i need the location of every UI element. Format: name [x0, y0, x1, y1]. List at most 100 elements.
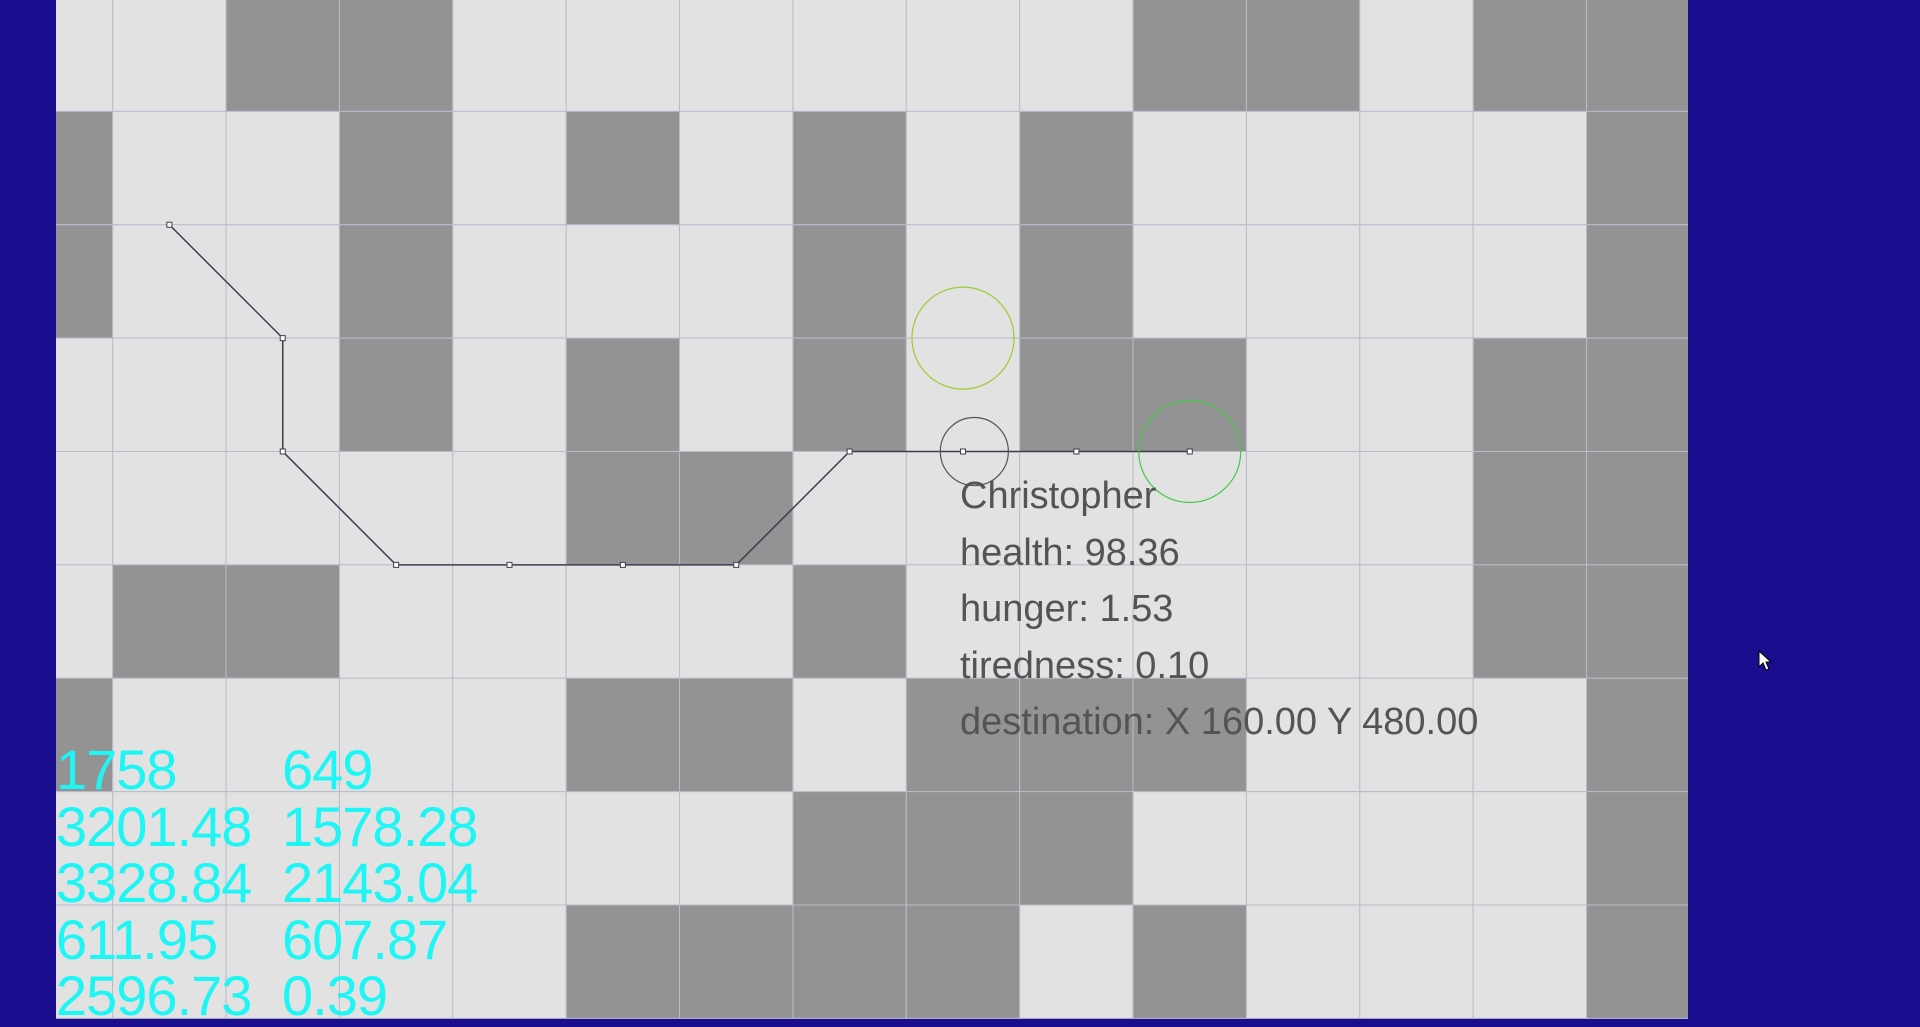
- floor-tile: [225, 677, 340, 793]
- floor-tile: [905, 110, 1021, 226]
- floor-tile: [1359, 564, 1474, 679]
- path-waypoint: [1073, 448, 1080, 455]
- floor-tile: [1359, 110, 1474, 226]
- floor-tile: [338, 451, 454, 566]
- path-waypoint: [166, 221, 173, 228]
- floor-tile: [905, 0, 1021, 112]
- floor-tile: [56, 451, 114, 566]
- wall-tile: [905, 904, 1021, 1019]
- floor-tile: [792, 451, 907, 566]
- wall-tile: [1586, 904, 1688, 1019]
- floor-tile: [1019, 451, 1134, 566]
- wall-tile: [1472, 564, 1588, 679]
- floor-tile: [1472, 677, 1588, 793]
- wall-tile: [1132, 0, 1247, 112]
- path-waypoint: [960, 448, 967, 455]
- floor-tile: [338, 791, 454, 906]
- hud-value: 2143.04: [282, 851, 478, 914]
- agent-tiredness: tiredness: 0.10: [960, 644, 1210, 687]
- floor-tile: [679, 224, 794, 339]
- agent-body-circle: [911, 286, 1015, 390]
- wall-tile: [1019, 110, 1134, 226]
- floor-tile: [112, 224, 227, 339]
- floor-tile: [1245, 224, 1361, 339]
- wall-tile: [1586, 0, 1688, 112]
- wall-tile: [565, 904, 681, 1019]
- path-waypoint: [1186, 448, 1193, 455]
- agent-name: Christopher: [960, 475, 1157, 517]
- wall-tile: [792, 224, 907, 339]
- floor-tile: [792, 677, 907, 793]
- floor-tile: [792, 0, 907, 112]
- wall-tile: [1472, 337, 1588, 453]
- hud-value: 1758: [56, 738, 178, 801]
- wall-tile: [1586, 564, 1688, 679]
- floor-tile: [1245, 110, 1361, 226]
- wall-tile: [792, 564, 907, 679]
- wall-tile: [1132, 904, 1247, 1019]
- floor-tile: [452, 564, 567, 679]
- floor-tile: [1132, 224, 1247, 339]
- wall-tile: [1472, 0, 1588, 112]
- floor-tile: [452, 224, 567, 339]
- floor-tile: [112, 337, 227, 453]
- path-waypoint: [733, 561, 740, 568]
- wall-tile: [338, 0, 454, 112]
- wall-tile: [1586, 791, 1688, 906]
- floor-tile: [112, 0, 227, 112]
- floor-tile: [1019, 904, 1134, 1019]
- wall-tile: [1245, 0, 1361, 112]
- wall-tile: [1019, 677, 1134, 793]
- wall-tile: [905, 677, 1021, 793]
- wall-tile: [56, 110, 114, 226]
- floor-tile: [1245, 564, 1361, 679]
- wall-tile: [112, 564, 227, 679]
- floor-tile: [679, 564, 794, 679]
- path-waypoints: [166, 221, 1193, 568]
- wall-tile: [1586, 677, 1688, 793]
- wall-tile: [792, 337, 907, 453]
- floor-tile: [565, 564, 681, 679]
- wall-tile: [1586, 110, 1688, 226]
- wall-tile: [565, 110, 681, 226]
- agent-hunger: hunger: 1.53: [960, 588, 1174, 630]
- path-waypoint: [619, 561, 626, 568]
- agent-info-panel: Christopher health: 98.36 hunger: 1.53 t…: [960, 468, 1478, 751]
- floor-tile: [452, 451, 567, 566]
- hud-value: 1578.28: [282, 794, 478, 858]
- wall-tile: [679, 677, 794, 793]
- floor-tile: [452, 0, 567, 112]
- hud-value: 611.95: [56, 907, 218, 971]
- floor-tile: [905, 564, 1021, 679]
- wall-tile: [1472, 451, 1588, 566]
- floor-tile: [112, 904, 227, 1019]
- wall-tile: [225, 0, 340, 112]
- floor-tile: [1472, 110, 1588, 226]
- path-waypoint: [279, 335, 286, 342]
- path-waypoint: [279, 448, 286, 455]
- wall-tile: [1132, 677, 1247, 793]
- floor-tile: [1019, 0, 1134, 112]
- wall-tile: [1132, 337, 1247, 453]
- selection-circle: [939, 416, 1009, 487]
- floor-tile: [565, 0, 681, 112]
- path-waypoint: [393, 561, 400, 568]
- path-waypoint: [846, 448, 853, 455]
- agent-health: health: 98.36: [960, 531, 1180, 574]
- wall-tile: [1019, 337, 1134, 453]
- floor-tile: [1019, 564, 1134, 679]
- floor-tile: [112, 677, 227, 793]
- hud-value: 0.39: [282, 964, 388, 1027]
- wall-tile: [1586, 337, 1688, 453]
- floor-tile: [452, 677, 567, 793]
- wall-tile: [1586, 224, 1688, 339]
- map-markers: [911, 286, 1242, 504]
- wall-tile: [565, 677, 681, 793]
- floor-tile: [1472, 224, 1588, 339]
- floor-tile: [112, 451, 227, 566]
- tile-grid: [56, 0, 1688, 1019]
- floor-tile: [1472, 791, 1588, 906]
- wall-tile: [338, 224, 454, 339]
- floor-tile: [1132, 110, 1247, 226]
